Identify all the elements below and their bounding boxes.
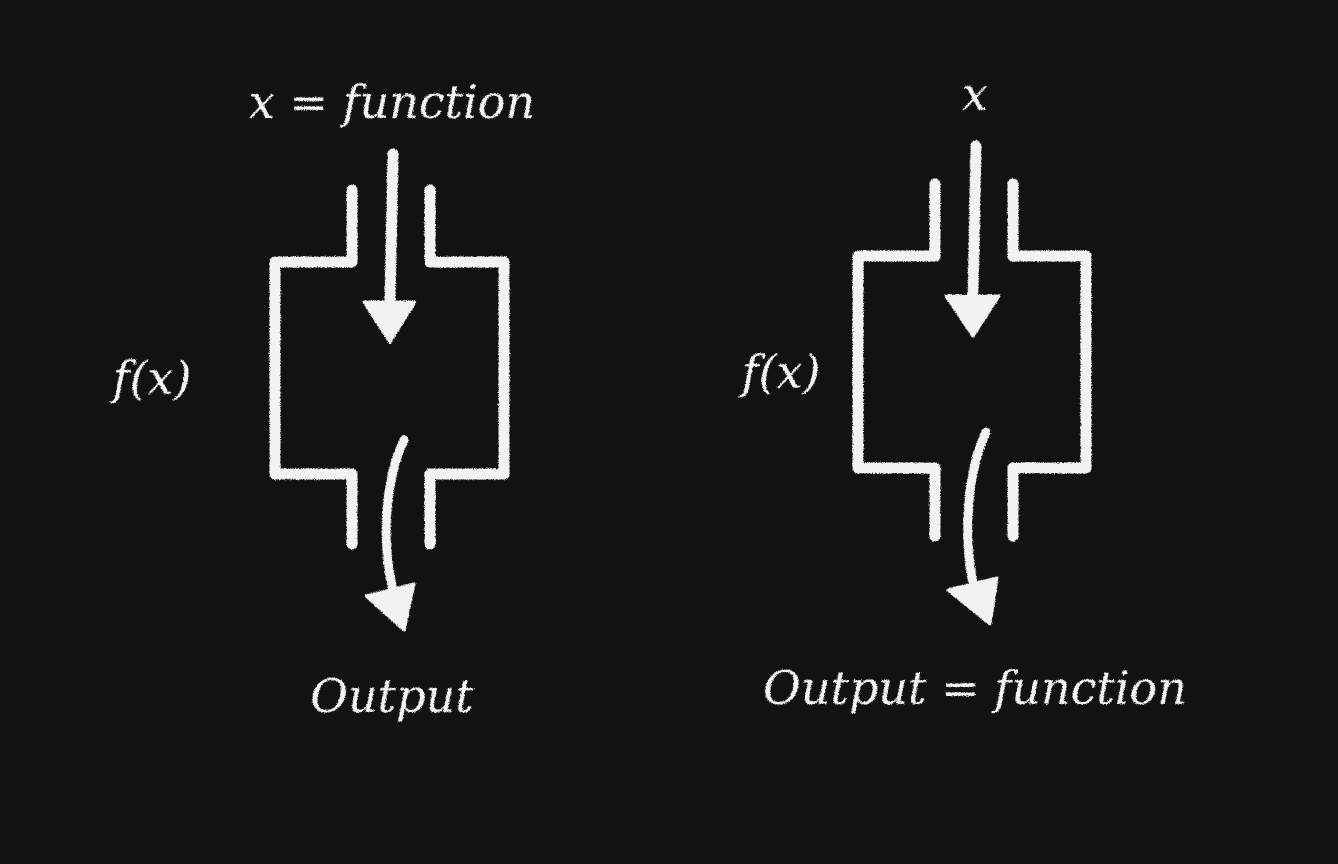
diagram-left: x = function f(x) Output: [110, 75, 536, 723]
input-arrowhead: [362, 300, 417, 344]
function-box-outline: [852, 178, 1092, 542]
output-arrow-shaft: [381, 435, 409, 599]
input-arrow-shaft: [967, 140, 982, 300]
box-label: f(x): [110, 351, 192, 405]
diagram-right: x f(x) Output = function: [739, 67, 1187, 715]
output-arrow-shaft: [963, 427, 991, 593]
output-arrowhead: [946, 576, 999, 626]
input-label: x = function: [249, 75, 535, 129]
input-label: x: [962, 67, 988, 121]
output-label: Output: [310, 669, 474, 723]
output-label: Output = function: [763, 661, 1187, 715]
function-box-outline: [269, 184, 510, 550]
input-arrowhead: [944, 294, 1001, 338]
output-arrowhead: [364, 582, 416, 632]
input-arrow-shaft: [384, 148, 399, 306]
box-label: f(x): [739, 345, 821, 399]
